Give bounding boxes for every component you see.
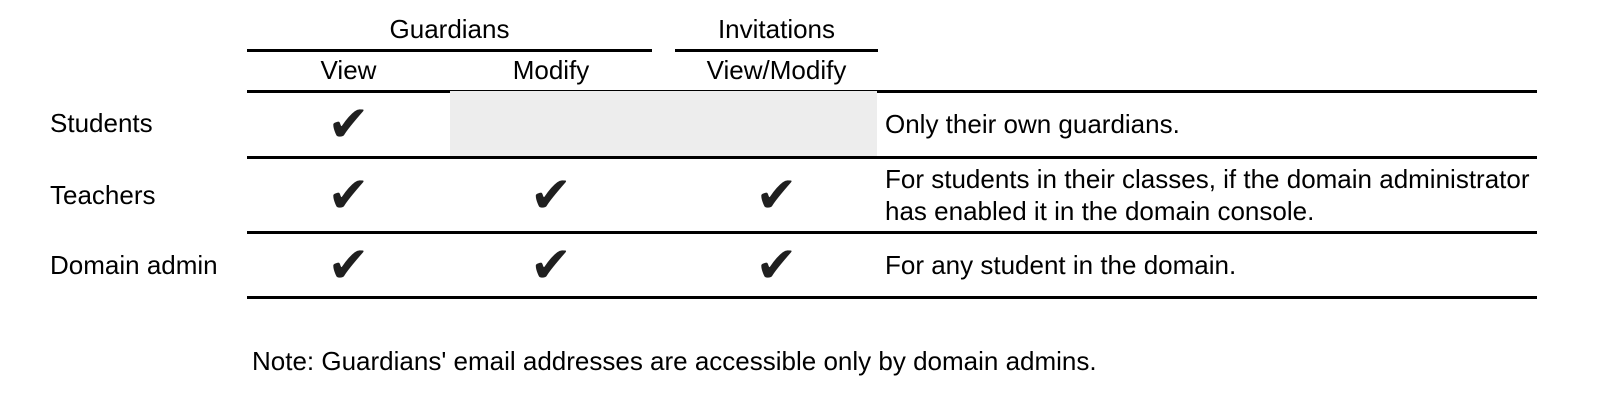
- row-label-teachers: Teachers: [50, 179, 156, 210]
- row-note-domain-admin: For any student in the domain.: [885, 250, 1237, 280]
- check-icon: ✔: [327, 236, 370, 294]
- column-group-invitations: Invitations: [717, 14, 836, 45]
- row-note-students: Only their own guardians.: [885, 108, 1180, 139]
- column-group-guardians: Guardians: [389, 14, 510, 45]
- column-header-view-modify: View/Modify: [706, 55, 847, 86]
- row-label-students: Students: [50, 108, 153, 138]
- students-disabled-cells-shading: [450, 91, 877, 156]
- row-label-domain-admin: Domain admin: [50, 249, 218, 280]
- invitations-underline: [675, 49, 878, 52]
- check-icon: ✔: [327, 166, 370, 224]
- table-bottom-rule: [247, 296, 1537, 299]
- guardians-underline: [247, 49, 652, 52]
- guardians-email-footnote: Note: Guardians' email addresses are acc…: [252, 345, 1097, 376]
- column-header-modify: Modify: [512, 55, 590, 86]
- check-icon: ✔: [755, 236, 798, 294]
- header-rule: [247, 90, 1537, 93]
- row-rule: [247, 231, 1537, 234]
- row-rule: [247, 156, 1537, 159]
- check-icon: ✔: [530, 236, 572, 294]
- column-header-view: View: [320, 55, 377, 86]
- row-note-teachers: For students in their classes, if the do…: [885, 164, 1530, 226]
- check-icon: ✔: [530, 166, 572, 224]
- check-icon: ✔: [755, 166, 798, 224]
- check-icon: ✔: [327, 94, 370, 153]
